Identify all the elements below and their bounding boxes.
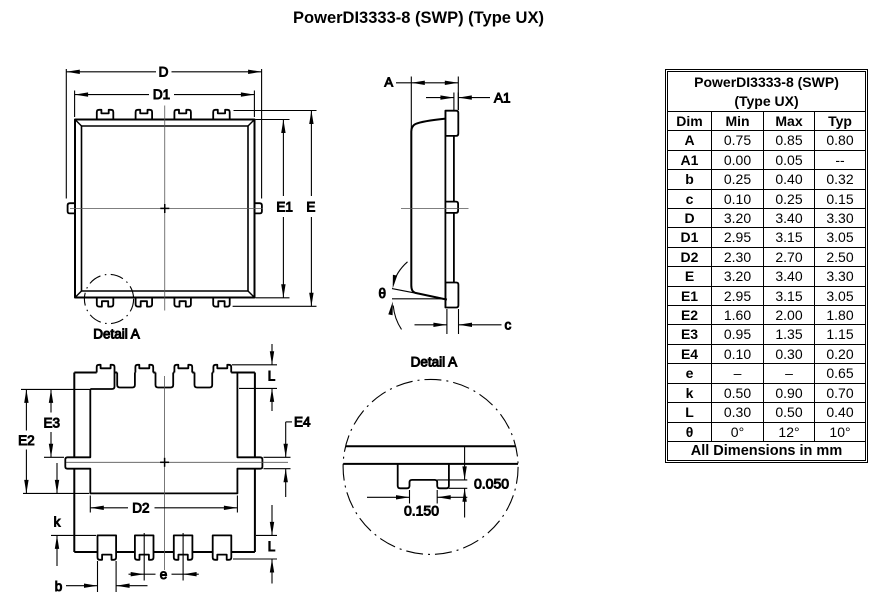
svg-text:E3: E3: [43, 415, 60, 430]
svg-text:A1: A1: [494, 90, 511, 105]
svg-text:Detail A: Detail A: [411, 354, 458, 369]
svg-text:E: E: [306, 200, 315, 215]
svg-text:D1: D1: [153, 87, 170, 102]
svg-text:b: b: [55, 579, 63, 594]
svg-text:E2: E2: [18, 433, 35, 448]
svg-text:L: L: [268, 539, 276, 554]
svg-text:c: c: [505, 317, 512, 332]
svg-text:A: A: [384, 75, 393, 90]
svg-text:0.150: 0.150: [404, 503, 439, 519]
svg-text:e: e: [160, 567, 168, 582]
svg-text:E4: E4: [294, 415, 311, 430]
svg-text:k: k: [54, 514, 61, 529]
svg-text:D2: D2: [132, 500, 149, 515]
svg-text:Detail A: Detail A: [93, 327, 140, 342]
svg-text:L: L: [268, 368, 276, 383]
svg-text:E1: E1: [276, 200, 293, 215]
svg-text:D: D: [159, 64, 169, 79]
svg-text:0.050: 0.050: [474, 476, 509, 492]
svg-text:θ: θ: [379, 286, 387, 301]
